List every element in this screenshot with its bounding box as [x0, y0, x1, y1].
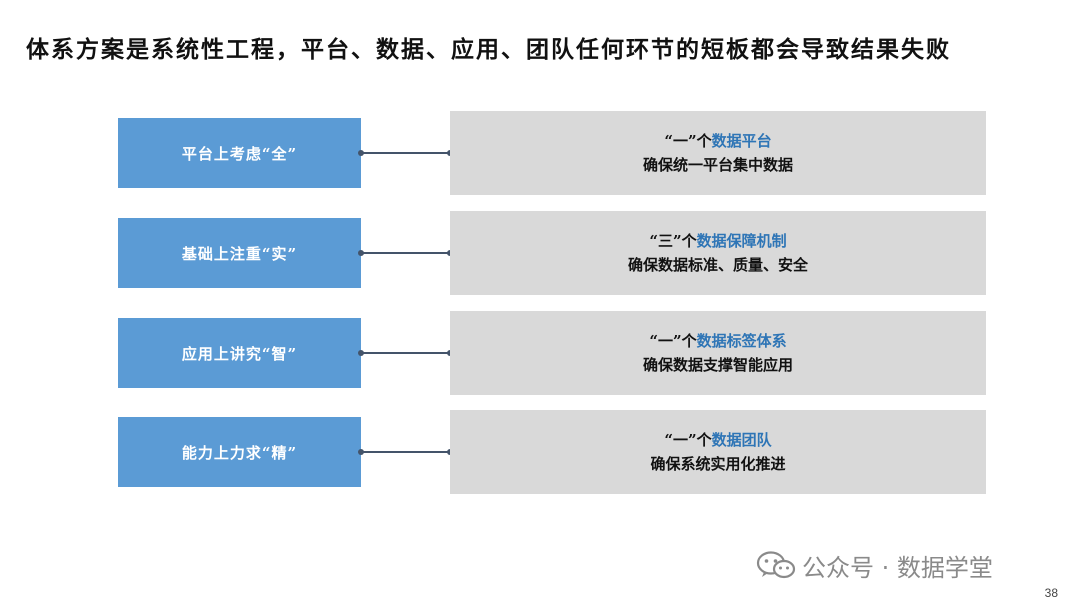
framework-row-2: 基础上注重“实” “三”个数据保障机制 确保数据标准、质量、安全: [0, 211, 1080, 295]
page-title: 体系方案是系统性工程，平台、数据、应用、团队任何环节的短板都会导致结果失败: [26, 36, 951, 63]
page-number: 38: [1044, 586, 1058, 600]
row-4-description: 确保系统实用化推进: [650, 455, 786, 473]
row-1-principle-box: 平台上考虑“全”: [118, 118, 361, 188]
framework-row-1: 平台上考虑“全” “一”个数据平台 确保统一平台集中数据: [0, 111, 1080, 195]
row-3-highlight: 数据标签体系: [696, 332, 787, 350]
framework-row-4: 能力上力求“精” “一”个数据团队 确保系统实用化推进: [0, 410, 1080, 494]
row-4-highlight: 数据团队: [711, 431, 772, 449]
row-3-prefix: “一”个: [649, 332, 697, 350]
row-1-highlight: 数据平台: [711, 132, 772, 150]
row-4-connector: [361, 451, 450, 453]
row-3-principle-box: 应用上讲究“智”: [118, 318, 361, 388]
row-3-detail-box: “一”个数据标签体系 确保数据支撑智能应用: [450, 311, 986, 395]
row-2-highlight: 数据保障机制: [696, 232, 787, 250]
row-3-description: 确保数据支撑智能应用: [642, 356, 793, 374]
wechat-icon: [756, 551, 796, 579]
row-1-detail-heading: “一”个数据平台: [664, 129, 771, 153]
row-2-connector: [361, 252, 450, 254]
row-2-prefix: “三”个: [649, 232, 697, 250]
row-2-principle-box: 基础上注重“实”: [118, 218, 361, 288]
row-3-detail-heading: “一”个数据标签体系: [649, 329, 786, 353]
framework-row-3: 应用上讲究“智” “一”个数据标签体系 确保数据支撑智能应用: [0, 311, 1080, 395]
row-1-prefix: “一”个: [664, 132, 712, 150]
row-3-connector-start-dot: [358, 350, 364, 356]
row-4-prefix: “一”个: [664, 431, 712, 449]
row-4-detail-heading: “一”个数据团队: [664, 428, 771, 452]
row-2-detail-heading: “三”个数据保障机制: [649, 229, 786, 253]
row-1-connector: [361, 152, 450, 154]
watermark-text: 公众号 · 数据学堂: [802, 553, 993, 582]
row-2-connector-start-dot: [358, 250, 364, 256]
row-2-description: 确保数据标准、质量、安全: [627, 256, 808, 274]
watermark: 公众号 · 数据学堂: [756, 548, 993, 582]
row-1-connector-start-dot: [358, 150, 364, 156]
row-3-connector: [361, 352, 450, 354]
row-4-detail-box: “一”个数据团队 确保系统实用化推进: [450, 410, 986, 494]
row-1-detail-box: “一”个数据平台 确保统一平台集中数据: [450, 111, 986, 195]
row-4-connector-start-dot: [358, 449, 364, 455]
row-4-principle-box: 能力上力求“精”: [118, 417, 361, 487]
row-1-description: 确保统一平台集中数据: [642, 156, 793, 174]
row-2-detail-box: “三”个数据保障机制 确保数据标准、质量、安全: [450, 211, 986, 295]
